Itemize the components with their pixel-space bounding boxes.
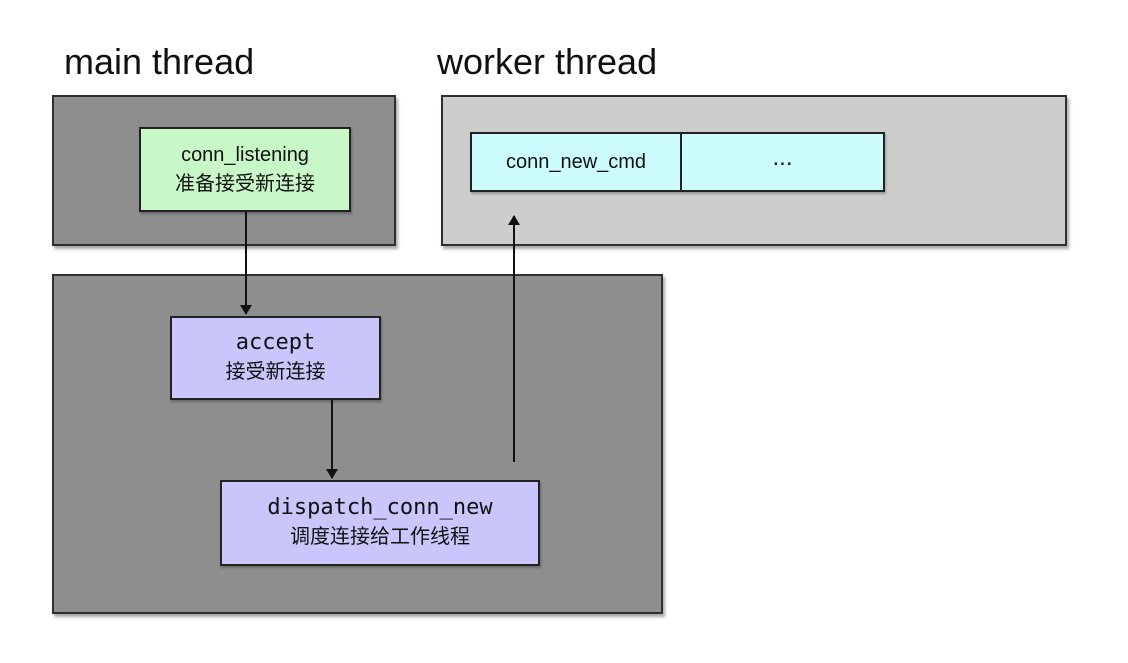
worker-queue: conn_new_cmd ... — [470, 132, 885, 192]
dispatch-conn-new-label: dispatch_conn_new — [267, 495, 493, 520]
accept-description: 接受新连接 — [225, 361, 326, 383]
dispatch-conn-new-description: 调度连接给工作线程 — [290, 526, 470, 548]
dispatch-conn-new-node: dispatch_conn_new 调度连接给工作线程 — [220, 480, 540, 566]
worker-thread-heading: worker thread — [437, 41, 658, 82]
main-thread-heading: main thread — [64, 41, 255, 82]
accept-node: accept 接受新连接 — [170, 316, 381, 400]
accept-label: accept — [235, 330, 316, 355]
queue-cell-ellipsis: ... — [772, 144, 793, 171]
conn-listening-node: conn_listening 准备接受新连接 — [139, 127, 351, 212]
queue-cell-conn-new-cmd: conn_new_cmd — [472, 134, 682, 190]
conn-listening-label: conn_listening — [181, 143, 309, 166]
conn-listening-description: 准备接受新连接 — [175, 172, 315, 195]
